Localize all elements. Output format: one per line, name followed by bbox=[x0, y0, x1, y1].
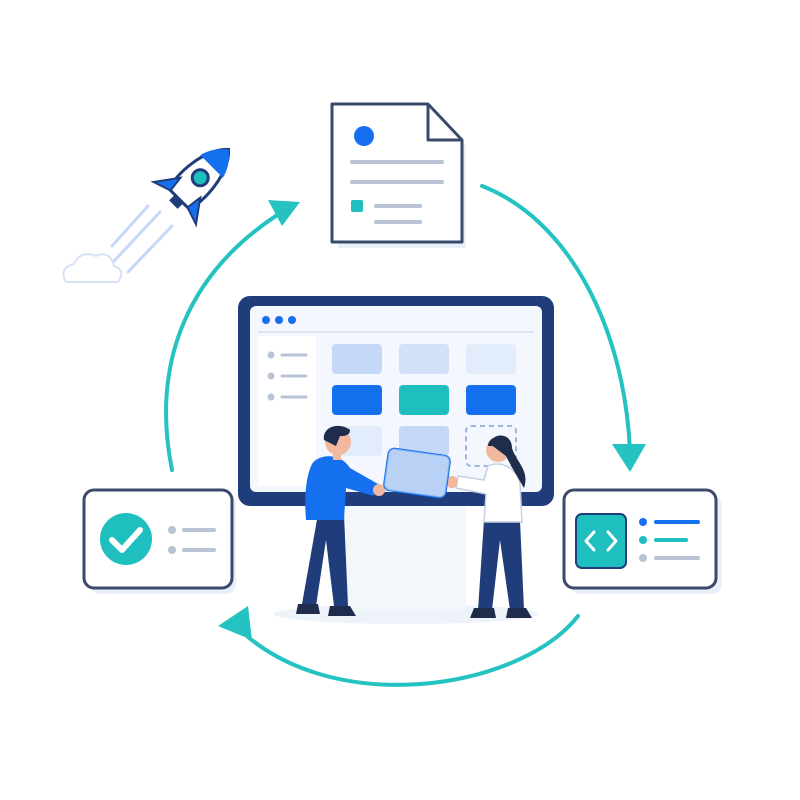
cycle-arrowhead-right bbox=[612, 444, 646, 472]
desk-shadow bbox=[346, 506, 466, 610]
approval-card bbox=[82, 488, 236, 594]
cycle-arrowhead-bottom bbox=[218, 606, 252, 640]
person-woman bbox=[446, 435, 532, 618]
checkmark-icon bbox=[100, 513, 152, 565]
cycle-arrows bbox=[164, 184, 646, 687]
cycle-arrow-icon bbox=[480, 184, 632, 454]
cycle-arrowhead-top bbox=[268, 200, 300, 226]
document-icon bbox=[330, 102, 466, 248]
code-card bbox=[562, 488, 722, 594]
app-sidebar bbox=[258, 336, 316, 486]
rocket-icon bbox=[62, 147, 231, 283]
cycle-arrow-icon bbox=[164, 210, 284, 472]
window-controls bbox=[262, 316, 296, 324]
cycle-arrow-icon bbox=[234, 614, 580, 687]
ui-panel-being-placed bbox=[383, 447, 451, 499]
code-icon bbox=[575, 513, 627, 569]
person-man bbox=[296, 425, 385, 616]
